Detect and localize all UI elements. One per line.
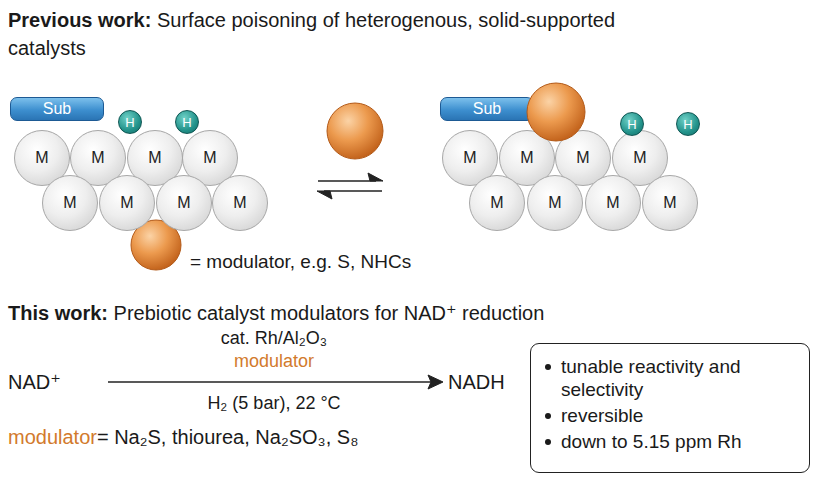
atom-label: M [63, 194, 76, 212]
hydrogen-atom: H [620, 112, 644, 136]
atom-label: H [683, 117, 692, 132]
hydrogen-atom: H [676, 112, 700, 136]
product: NADH [448, 371, 505, 393]
text-block: This work: Prebiotic catalyst modulators … [8, 300, 708, 326]
modulator-label: modulator [8, 426, 97, 448]
bullet-item: reversible [543, 404, 797, 427]
atom-label: H [182, 115, 191, 130]
modulator-sphere [327, 103, 383, 159]
bullet-dot [545, 364, 551, 370]
atom-label: M [633, 149, 646, 167]
atom-label: M [663, 194, 676, 212]
atom-label: M [490, 194, 503, 212]
legend-note: = modulator, e.g. S, NHCs [190, 251, 411, 272]
text-block: modulator= Na₂S, thiourea, Na₂SO₃, S₈ [8, 424, 518, 450]
substrate-label: Sub [473, 100, 501, 118]
substrate-box: Sub [10, 97, 104, 121]
atom-label: M [548, 194, 561, 212]
feature-box: tunable reactivity and selectivity revers… [530, 343, 810, 473]
section-heading: Prebiotic catalyst modulators for NAD⁺ r… [114, 302, 545, 324]
feature-text: down to 5.15 ppm Rh [561, 430, 771, 453]
metal-atom: M [585, 175, 641, 231]
atom-label: M [91, 149, 104, 167]
atom-label: M [576, 149, 589, 167]
modulator-sphere [527, 83, 585, 141]
atom-label: M [177, 194, 190, 212]
metal-atom: M [469, 175, 525, 231]
substrate-label: Sub [43, 100, 71, 118]
metal-atom: M [42, 175, 98, 231]
atom-label: M [520, 149, 533, 167]
metal-atom: M [99, 175, 155, 231]
catalyst: cat. Rh/Al₂O₃ [221, 328, 327, 348]
metal-atom: M [642, 175, 698, 231]
text-block: Previous work:Surface poisoning of heter… [8, 6, 658, 62]
hydrogen-atom: H [118, 110, 142, 134]
substrate-box: Sub [440, 97, 534, 121]
bullet-dot [545, 439, 551, 445]
reaction-arrow [108, 375, 443, 389]
atom-label: M [203, 149, 216, 167]
conditions: H₂ (5 bar), 22 °C [207, 393, 340, 413]
feature-text: tunable reactivity and selectivity [561, 355, 771, 401]
section-heading: This work: [8, 302, 108, 324]
atom-label: M [148, 149, 161, 167]
bullet-dot [545, 413, 551, 419]
atom-label: H [627, 117, 636, 132]
modulator-label: modulator [234, 351, 314, 371]
equilibrium-arrows [317, 173, 383, 199]
metal-atom: M [156, 175, 212, 231]
text-block: = modulator, e.g. S, NHCs [190, 250, 510, 274]
text-block: modulator [108, 350, 440, 372]
text-block: H₂ (5 bar), 22 °C [108, 392, 440, 414]
section-heading: Previous work: [8, 9, 151, 31]
text-block: cat. Rh/Al₂O₃ [108, 327, 440, 349]
bullet-item: down to 5.15 ppm Rh [543, 430, 797, 453]
bullet-item: tunable reactivity and selectivity [543, 355, 797, 401]
atom-label: H [125, 115, 134, 130]
feature-text: reversible [561, 404, 771, 427]
hydrogen-atom: H [175, 110, 199, 134]
metal-atom: M [527, 175, 583, 231]
text-block: NADH [448, 369, 528, 395]
text-block: NAD⁺ [8, 369, 98, 395]
atom-label: M [233, 194, 246, 212]
metal-atom: M [212, 175, 268, 231]
modulator-list: = Na₂S, thiourea, Na₂SO₃, S₈ [97, 426, 359, 448]
atom-label: M [120, 194, 133, 212]
reactant: NAD⁺ [8, 371, 61, 393]
atom-label: M [35, 149, 48, 167]
atom-label: M [606, 194, 619, 212]
atom-label: M [463, 149, 476, 167]
